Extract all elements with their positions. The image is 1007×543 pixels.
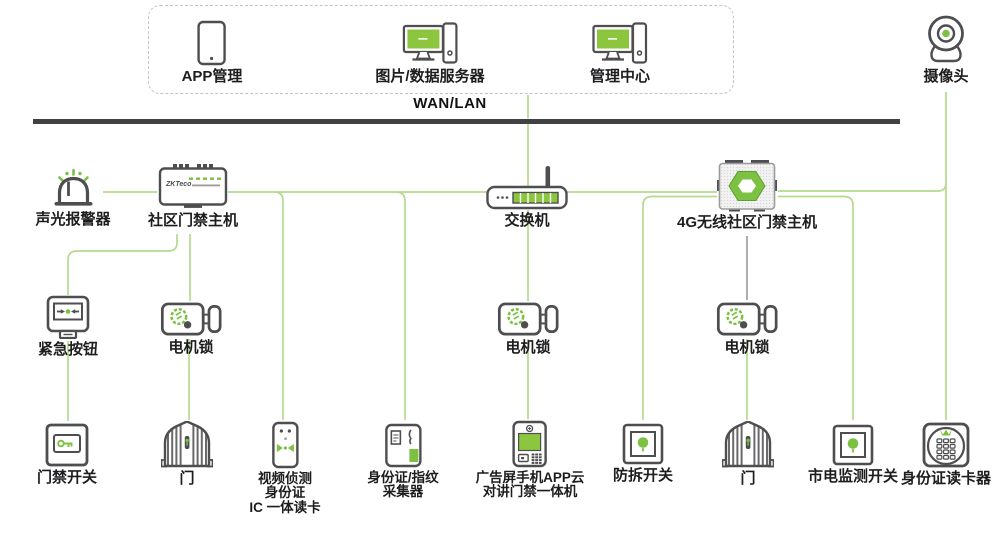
intercom-icon — [512, 420, 548, 468]
node-access-controller: ZKTeco 社区门禁主机 — [148, 164, 238, 229]
node-id-card-reader: 身份证读卡器 — [901, 422, 991, 487]
node-label: 身份证读卡器 — [900, 470, 992, 487]
controller-box-icon: ZKTeco — [158, 164, 228, 208]
motor-lock-icon — [498, 302, 559, 337]
node-4g-controller: 4G无线社区门禁主机 — [677, 160, 817, 231]
node-tamper-switch: 防拆开关 — [613, 423, 673, 484]
node-label: 声光报警器 — [35, 211, 111, 228]
gate-icon — [161, 421, 213, 468]
node-intercom: 广告屏手机APP云 对讲门禁一体机 — [475, 420, 585, 500]
siren-icon — [53, 168, 92, 206]
emergency-button-icon — [46, 295, 90, 339]
node-switch: 交换机 — [486, 166, 568, 229]
node-app-management: APP管理 — [181, 20, 243, 85]
node-label: 电机锁 — [168, 339, 214, 356]
gate-icon — [722, 421, 774, 468]
label-line: IC 一体读卡 — [249, 499, 321, 515]
computer-icon — [402, 22, 458, 66]
label-line: 视频侦测 — [257, 471, 312, 486]
node-motor-lock-1: 电机锁 — [161, 302, 222, 356]
node-motor-lock-3: 电机锁 — [717, 302, 778, 356]
node-mains-monitor-switch: 市电监测开关 — [808, 424, 898, 485]
node-data-server: 图片/数据服务器 — [375, 22, 485, 85]
network-bus — [33, 119, 900, 124]
label-line: 身份证/指纹 — [367, 470, 439, 485]
node-label: 交换机 — [504, 212, 550, 229]
key-switch-icon — [45, 423, 89, 467]
node-label: 电机锁 — [724, 339, 770, 356]
node-label: 管理中心 — [589, 68, 651, 85]
phone-icon — [197, 20, 227, 66]
computer-icon — [592, 22, 648, 66]
node-id-fingerprint-collector: 身份证/指纹 采集器 — [367, 423, 439, 500]
node-label: 4G无线社区门禁主机 — [676, 214, 818, 231]
tamper-switch-icon — [622, 423, 664, 465]
node-door-1: 门 — [161, 421, 213, 487]
node-label: 门 — [179, 470, 195, 487]
id-reader-device-icon — [271, 421, 299, 469]
node-label: 紧急按钮 — [37, 341, 99, 358]
node-label: 门 — [740, 470, 756, 487]
collector-icon — [384, 423, 422, 468]
wan-lan-label: WAN/LAN — [413, 95, 487, 112]
node-alarm: 声光报警器 — [35, 165, 111, 228]
node-label: 防拆开关 — [612, 467, 674, 484]
node-label: 门禁开关 — [36, 469, 98, 486]
management-group-box — [148, 5, 734, 94]
node-label: 电机锁 — [505, 339, 551, 356]
node-label: 图片/数据服务器 — [375, 68, 485, 85]
motor-lock-icon — [717, 302, 778, 337]
node-label: 广告屏手机APP云 对讲门禁一体机 — [475, 470, 585, 500]
network-switch-icon — [486, 166, 568, 210]
node-door-switch: 门禁开关 — [37, 423, 97, 486]
node-label: 市电监测开关 — [807, 468, 899, 485]
node-door-2: 门 — [722, 421, 774, 487]
label-line: 身份证 — [264, 485, 306, 501]
node-label: 身份证/指纹 采集器 — [367, 470, 439, 500]
card-reader-icon — [922, 422, 970, 468]
label-line: 对讲门禁一体机 — [482, 484, 578, 500]
node-emergency-button: 紧急按钮 — [38, 295, 98, 358]
label-line: 广告屏手机APP云 — [475, 470, 585, 485]
node-label: 摄像头 — [923, 68, 969, 85]
node-management-center: 管理中心 — [590, 22, 650, 85]
node-video-ic-reader: 视频侦测 身份证 IC 一体读卡 — [249, 421, 321, 515]
webcam-icon — [928, 15, 964, 63]
node-motor-lock-2: 电机锁 — [498, 302, 559, 356]
motor-lock-icon — [161, 302, 222, 337]
node-label: APP管理 — [181, 68, 243, 85]
zkteco-logo: ZKTeco — [165, 181, 192, 188]
4g-controller-icon — [716, 160, 777, 212]
node-camera: 摄像头 — [920, 14, 972, 85]
node-label: 社区门禁主机 — [147, 212, 239, 229]
power-monitor-icon — [832, 424, 874, 466]
node-label: 视频侦测 身份证 IC 一体读卡 — [249, 471, 321, 515]
label-line: 采集器 — [382, 484, 424, 500]
